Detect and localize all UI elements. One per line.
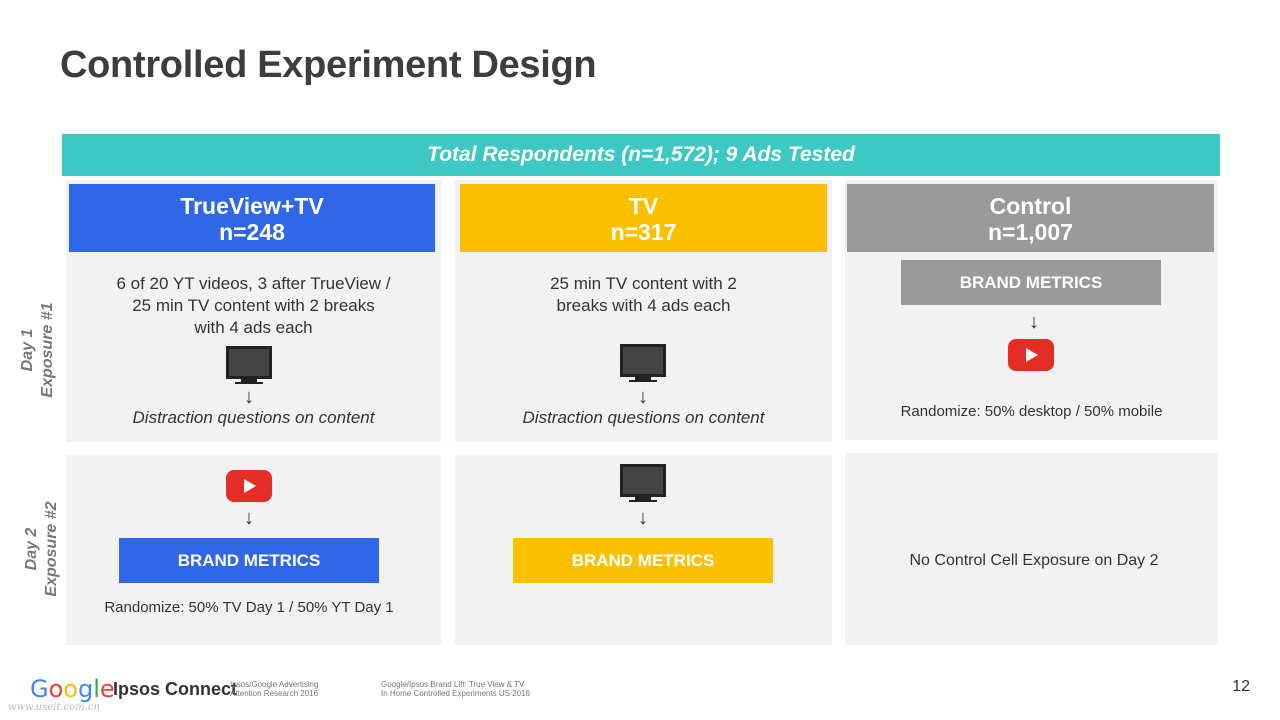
down-arrow-icon: ↓ bbox=[638, 507, 648, 529]
total-respondents-banner: Total Respondents (n=1,572); 9 Ads Teste… bbox=[62, 134, 1220, 176]
ipsos-connect-logo: Ipsos Connect bbox=[113, 679, 238, 699]
tv-day1-caption: Distraction questions on content bbox=[522, 408, 765, 427]
control-day2-text: No Control Cell Exposure on Day 2 bbox=[909, 552, 1159, 569]
tv-icon bbox=[620, 464, 666, 504]
tv-icon bbox=[226, 346, 272, 386]
page-title: Controlled Experiment Design bbox=[60, 44, 597, 86]
down-arrow-icon: ↓ bbox=[638, 386, 648, 408]
tv-icon bbox=[620, 344, 666, 384]
brand-metrics-box-tv: BRAND METRICS bbox=[513, 538, 773, 583]
trueview-day1-caption: Distraction questions on content bbox=[132, 408, 375, 427]
down-arrow-icon: ↓ bbox=[244, 507, 254, 529]
control-day1-caption: Randomize: 50% desktop / 50% mobile bbox=[900, 403, 1163, 420]
watermark: www.useit.com.cn bbox=[8, 702, 100, 713]
trueview-day1-description: 6 of 20 YT videos, 3 after TrueView /25 … bbox=[116, 274, 391, 337]
down-arrow-icon: ↓ bbox=[244, 386, 254, 408]
youtube-icon bbox=[226, 470, 272, 502]
brand-metrics-box-control: BRAND METRICS bbox=[901, 260, 1161, 305]
page-number: 12 bbox=[1232, 678, 1250, 695]
down-arrow-icon: ↓ bbox=[1029, 311, 1039, 333]
cell-control-day2 bbox=[845, 453, 1218, 645]
youtube-icon bbox=[1008, 339, 1054, 371]
google-logo: Google bbox=[30, 675, 115, 703]
trueview-day2-caption: Randomize: 50% TV Day 1 / 50% YT Day 1 bbox=[104, 599, 394, 616]
brand-metrics-box-trueview: BRAND METRICS bbox=[119, 538, 379, 583]
